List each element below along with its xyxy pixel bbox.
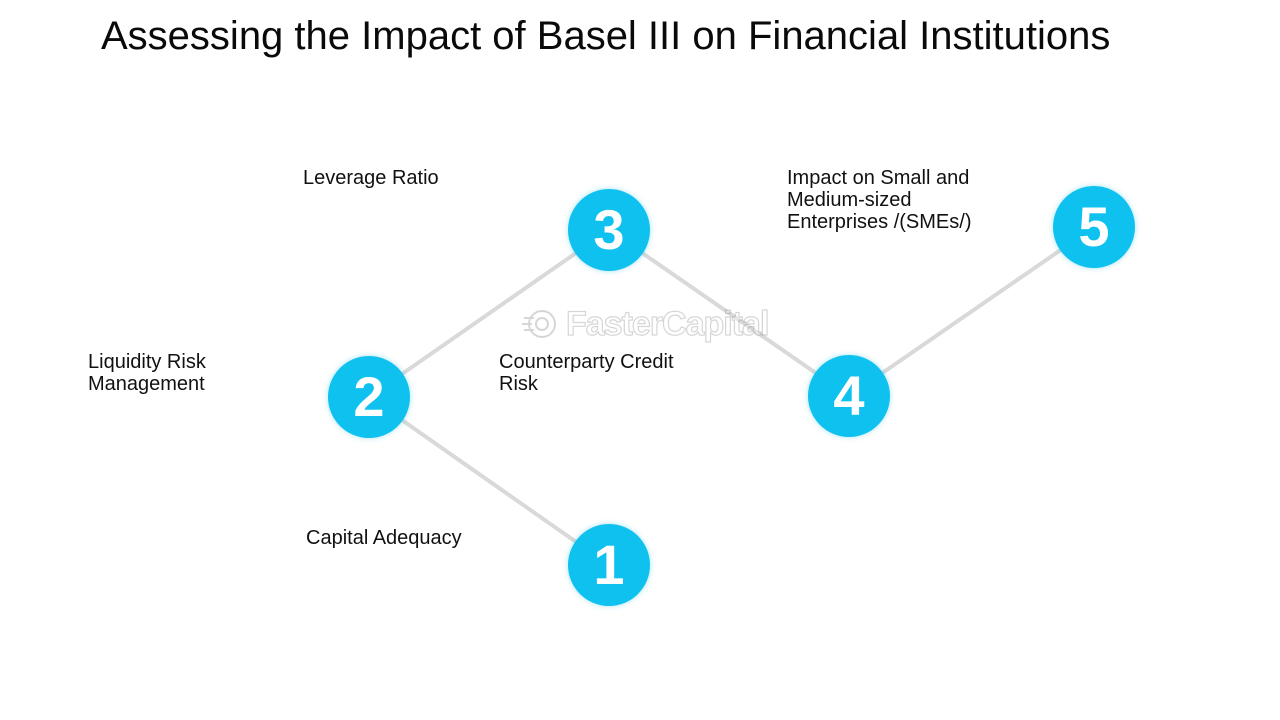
connector-2-3 (367, 228, 611, 399)
watermark: FasterCapital (522, 304, 770, 344)
connector-3-4 (607, 228, 851, 398)
step-1-number: 1 (593, 533, 625, 596)
watermark-text: FasterCapital (565, 304, 770, 343)
step-2-label: Liquidity Risk Management (88, 351, 206, 395)
step-1-circle: 1 (568, 524, 650, 606)
step-5-label: Impact on Small and Medium-sized Enterpr… (787, 167, 972, 233)
step-2-circle: 2 (328, 356, 410, 438)
connector-1-2 (367, 395, 611, 567)
step-5-number: 5 (1078, 195, 1110, 258)
step-4-circle: 4 (808, 355, 890, 437)
connector-4-5 (847, 225, 1096, 398)
step-1-label: Capital Adequacy (306, 527, 462, 549)
step-2-number: 2 (353, 365, 385, 428)
gear-icon (522, 310, 556, 338)
step-4-number: 4 (833, 364, 865, 427)
step-4-label: Counterparty Credit Risk (499, 351, 674, 395)
page-title: Assessing the Impact of Basel III on Fin… (101, 14, 1111, 58)
step-3-circle: 3 (568, 189, 650, 271)
step-3-label: Leverage Ratio (303, 167, 439, 189)
step-3-number: 3 (593, 198, 625, 261)
step-5-circle: 5 (1053, 186, 1135, 268)
